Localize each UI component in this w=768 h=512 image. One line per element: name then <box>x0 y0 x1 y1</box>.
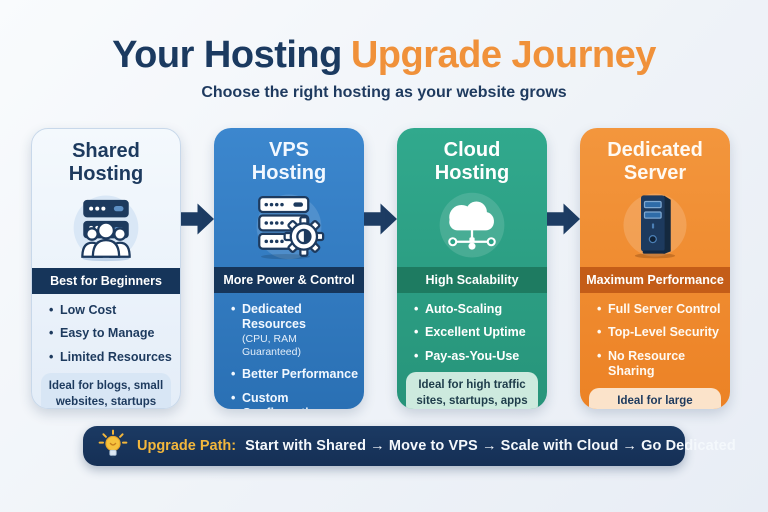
card-shared-title-line1: Shared <box>72 140 140 162</box>
bullet-text: Limited Resources <box>60 349 172 364</box>
card-dedicated-title-line1: Dedicated <box>607 139 703 161</box>
bullet-item: Excellent Uptime <box>414 325 541 341</box>
upgrade-path-label: Upgrade Path: <box>137 438 237 454</box>
card-vps-badge: More Power & Control <box>214 266 364 293</box>
arrow-shared-to-vps <box>181 201 214 237</box>
bullet-text: Custom Configurations <box>242 390 331 409</box>
vps-server-gear-icon <box>214 188 364 264</box>
arrow-vps-to-cloud <box>364 201 397 237</box>
cloud-network-nodes-icon <box>397 188 547 264</box>
bullet-item: Full Server Control <box>597 302 724 318</box>
arrow-right-icon <box>181 203 214 235</box>
card-dedicated-title-line2: Server <box>623 161 687 184</box>
arrow-right-icon <box>364 203 397 235</box>
bullet-text: Full Server Control <box>608 301 721 316</box>
upgrade-path-bar: Upgrade Path: Start with Shared → Move t… <box>83 426 736 466</box>
card-shared-badge: Best for Beginners <box>32 267 180 294</box>
page-title-navy-part: Your Hosting <box>112 34 342 76</box>
bullet-text: Auto-Scaling <box>425 301 503 316</box>
card-dedicated-badge: Maximum Performance <box>580 266 730 293</box>
bullet-item: Pay-as-You-Use <box>414 349 541 365</box>
bullet-text: Low Cost <box>60 302 117 317</box>
card-cloud-title-line1: Cloud <box>443 139 501 161</box>
bullet-text: Better Performance <box>242 367 359 382</box>
page-title-orange-part: Upgrade Journey <box>350 34 657 76</box>
bullet-text: Easy to Manage <box>60 326 155 341</box>
card-vps-title-line2: Hosting <box>251 161 327 184</box>
card-cloud-note: Ideal for high traffic sites, startups, … <box>406 372 538 409</box>
card-cloud-bullets: Auto-Scaling Excellent Uptime Pay-as-You… <box>397 302 547 373</box>
dedicated-tower-server-icon <box>580 188 730 264</box>
bullet-text: Dedicated Resources <box>242 301 306 332</box>
bullet-subtext: (CPU, RAM Guaranteed) <box>242 332 301 358</box>
card-shared-note: Ideal for blogs, small websites, startup… <box>41 373 171 408</box>
arrow-cloud-to-dedicated <box>547 201 580 237</box>
bullet-text: No Resource Sharing <box>608 348 686 379</box>
bullet-item: Top-Level Security <box>597 325 724 341</box>
card-shared-bullets: Low Cost Easy to Manage Limited Resource… <box>32 303 180 374</box>
bullet-item: Custom Configurations <box>231 391 358 409</box>
bullet-item: Low Cost <box>49 303 174 319</box>
card-shared-title-line2: Hosting <box>68 162 144 185</box>
bullet-item: No Resource Sharing <box>597 349 724 380</box>
card-cloud-title-line2: Hosting <box>434 161 510 184</box>
lightbulb-icon <box>98 429 128 458</box>
bullet-item: Limited Resources <box>49 350 174 366</box>
bullet-item: Better Performance <box>231 367 358 383</box>
bullet-item: Auto-Scaling <box>414 302 541 318</box>
card-dedicated-bullets: Full Server Control Top-Level Security N… <box>580 302 730 389</box>
bullet-item: Dedicated Resources(CPU, RAM Guaranteed) <box>231 302 358 360</box>
card-cloud-badge: High Scalability <box>397 266 547 293</box>
page-subtitle: Choose the right hosting as your website… <box>201 84 567 101</box>
card-vps-bullets: Dedicated Resources(CPU, RAM Guaranteed)… <box>214 302 364 409</box>
bullet-item: Easy to Manage <box>49 326 174 342</box>
card-dedicated-note: Ideal for large businesses, enterprises,… <box>589 388 721 409</box>
card-vps-title-line1: VPS <box>268 139 310 161</box>
shared-hosting-server-users-icon <box>32 189 180 265</box>
bullet-text: Pay-as-You-Use <box>425 348 520 363</box>
arrow-right-icon <box>547 203 580 235</box>
upgrade-path-text: Start with Shared → Move to VPS → Scale … <box>245 438 736 454</box>
bullet-text: Top-Level Security <box>608 325 719 340</box>
bullet-text: Excellent Uptime <box>425 325 526 340</box>
